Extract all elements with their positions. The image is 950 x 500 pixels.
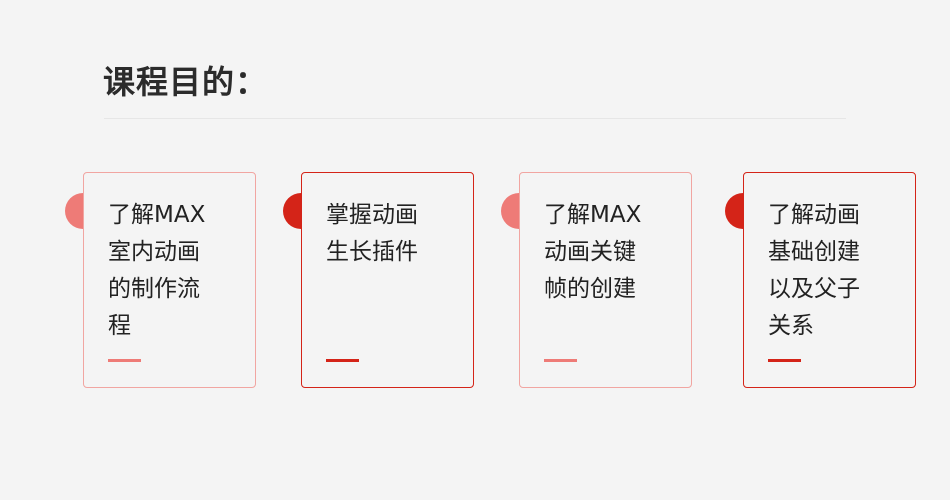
page-title: 课程目的： xyxy=(103,63,269,101)
card-accent-line xyxy=(768,359,801,362)
card-panel: 了解MAX 室内动画 的制作流 程 xyxy=(83,172,256,388)
goal-card-2: 掌握动画 生长插件 xyxy=(283,172,474,388)
title-divider xyxy=(104,118,846,119)
goal-card-1: 了解MAX 室内动画 的制作流 程 xyxy=(65,172,256,388)
card-panel: 了解MAX 动画关键 帧的创建 xyxy=(519,172,692,388)
card-accent-line xyxy=(326,359,359,362)
card-panel: 掌握动画 生长插件 xyxy=(301,172,474,388)
card-text: 了解动画 基础创建 以及父子 关系 xyxy=(768,202,860,339)
card-text: 了解MAX 室内动画 的制作流 程 xyxy=(108,202,206,339)
card-text: 了解MAX 动画关键 帧的创建 xyxy=(544,202,642,302)
goal-card-4: 了解动画 基础创建 以及父子 关系 xyxy=(725,172,916,388)
goal-card-3: 了解MAX 动画关键 帧的创建 xyxy=(501,172,692,388)
card-accent-line xyxy=(108,359,141,362)
card-text: 掌握动画 生长插件 xyxy=(326,202,418,265)
card-accent-line xyxy=(544,359,577,362)
card-panel: 了解动画 基础创建 以及父子 关系 xyxy=(743,172,916,388)
